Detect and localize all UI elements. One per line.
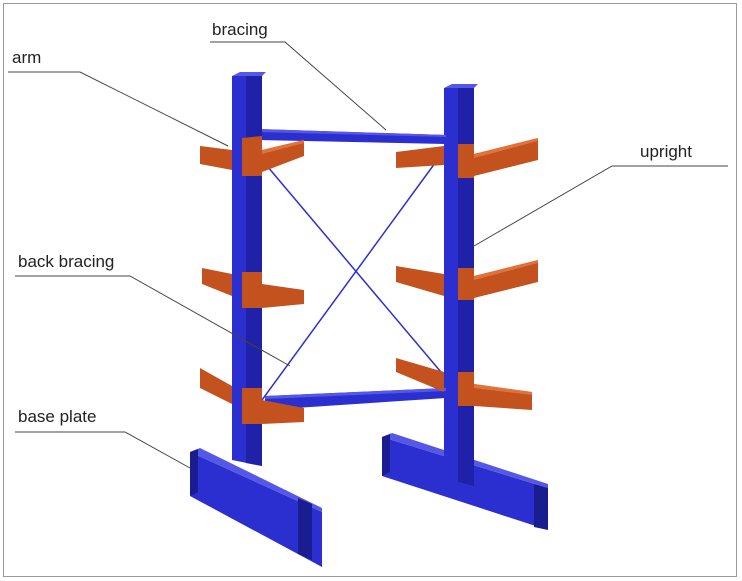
label-bracing: bracing xyxy=(212,20,268,39)
arms-left xyxy=(200,136,304,424)
label-arm: arm xyxy=(12,48,42,67)
leader-back-bracing xyxy=(15,275,291,367)
base-plate-left xyxy=(190,448,322,567)
leader-bracing xyxy=(210,41,387,131)
arms-right xyxy=(396,138,538,410)
leader-base-plate xyxy=(15,431,191,469)
label-back-bracing: back bracing xyxy=(18,252,115,271)
bracing-bottom xyxy=(265,388,446,410)
label-base-plate: base plate xyxy=(18,407,97,426)
leader-upright xyxy=(473,165,728,247)
label-upright: upright xyxy=(640,142,692,161)
diagram-frame xyxy=(3,3,737,577)
leader-lines xyxy=(8,41,728,469)
bracing-top xyxy=(258,129,446,144)
back-bracing xyxy=(261,147,447,401)
leader-arm xyxy=(8,71,229,147)
